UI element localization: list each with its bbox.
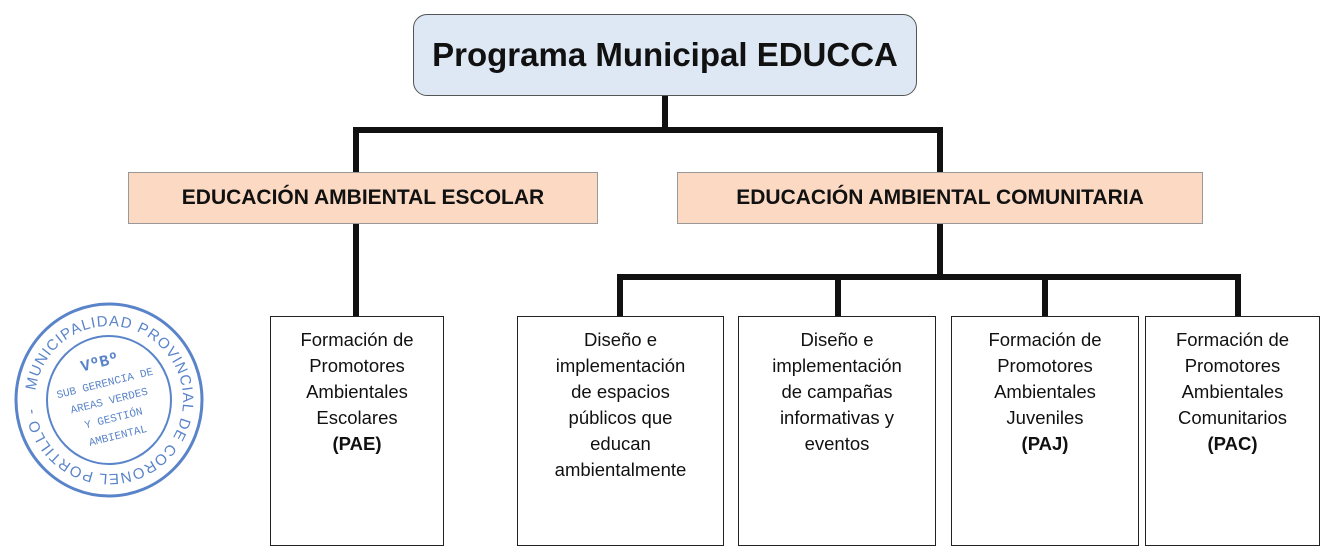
leaf-line: Diseño e bbox=[583, 329, 657, 350]
leaf-line: educan bbox=[590, 433, 651, 454]
leaf-line: Ambientales bbox=[994, 381, 1096, 402]
branch-comunitaria-node: EDUCACIÓN AMBIENTAL COMUNITARIA bbox=[677, 172, 1203, 224]
leaf-line: públicos que bbox=[568, 407, 673, 428]
leaf-line: implementación bbox=[772, 355, 902, 376]
leaf-line: Juveniles bbox=[1006, 407, 1084, 428]
leaf-line: Promotores bbox=[309, 355, 405, 376]
leaf-line: Diseño e bbox=[800, 329, 874, 350]
leaf-line: Promotores bbox=[1184, 355, 1281, 376]
leaf-line: de espacios bbox=[571, 381, 670, 402]
leaf-node-espacios: Diseño e implementación de espacios públ… bbox=[517, 316, 724, 546]
root-node: Programa Municipal EDUCCA bbox=[413, 14, 917, 96]
leaf-line: Formación de bbox=[988, 329, 1102, 350]
leaf-line: implementación bbox=[555, 355, 686, 376]
leaf-node-pae: Formación de Promotores Ambientales Esco… bbox=[270, 316, 444, 546]
root-node-label: Programa Municipal EDUCCA bbox=[432, 36, 898, 73]
leaf-code: (PAJ) bbox=[1021, 433, 1069, 454]
leaf-line: Promotores bbox=[997, 355, 1093, 376]
leaf-line: de campañas bbox=[781, 381, 893, 402]
leaf-node-campanas: Diseño e implementación de campañas info… bbox=[738, 316, 936, 546]
leaf-line: ambientalmente bbox=[554, 459, 687, 480]
leaf-line: Escolares bbox=[316, 407, 398, 428]
leaf-code: (PAE) bbox=[332, 433, 382, 454]
leaf-line: Formación de bbox=[1175, 329, 1290, 350]
municipal-seal-stamp: MUNICIPALIDAD PROVINCIAL DE CORONEL PORT… bbox=[12, 300, 204, 498]
branch-comunitaria-label: EDUCACIÓN AMBIENTAL COMUNITARIA bbox=[736, 186, 1144, 209]
leaf-node-paj: Formación de Promotores Ambientales Juve… bbox=[951, 316, 1139, 546]
leaf-node-pac: Formación de Promotores Ambientales Comu… bbox=[1145, 316, 1320, 546]
seal-center-line: VºBº bbox=[79, 350, 121, 377]
connector-lines bbox=[353, 93, 1241, 319]
leaf-line: Comunitarios bbox=[1178, 407, 1287, 428]
leaf-line: Ambientales bbox=[1181, 381, 1284, 402]
leaf-line: Ambientales bbox=[306, 381, 408, 402]
leaf-line: eventos bbox=[804, 433, 870, 454]
branch-escolar-node: EDUCACIÓN AMBIENTAL ESCOLAR bbox=[128, 172, 598, 224]
branch-escolar-label: EDUCACIÓN AMBIENTAL ESCOLAR bbox=[181, 186, 545, 209]
leaf-line: informativas y bbox=[779, 407, 895, 428]
leaf-line: Formación de bbox=[300, 329, 414, 350]
leaf-code: (PAC) bbox=[1207, 433, 1258, 454]
